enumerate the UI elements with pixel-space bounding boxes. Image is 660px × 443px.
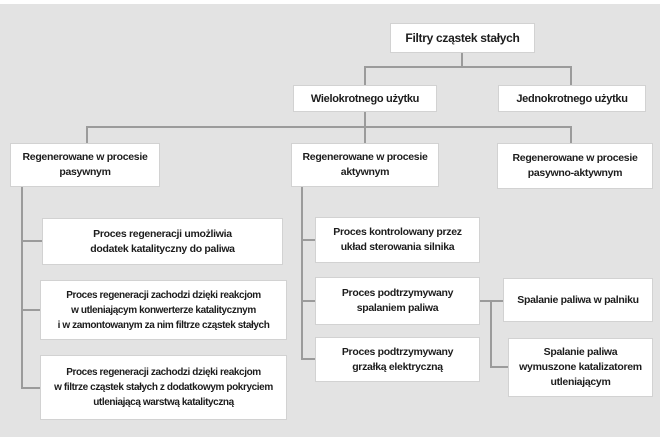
- connector-reusable-stem: [364, 112, 366, 127]
- connector-to-single-use: [570, 66, 572, 85]
- connector-passive-trunk: [21, 187, 23, 389]
- detail-active-3: Proces podtrzymywany grzałką elektryczną: [315, 337, 480, 382]
- connector-active-branch-1: [301, 239, 315, 241]
- connector-right-trunk: [490, 300, 492, 368]
- connector-to-catalyst-box: [490, 366, 508, 368]
- detail-passive-1: Proces regeneracji umożliwia dodatek kat…: [42, 218, 283, 265]
- detail-active-1: Proces kontrolowany przez układ sterowan…: [315, 217, 480, 263]
- node-reusable: Wielokrotnego użytku: [293, 85, 437, 112]
- connector-active-branch-3: [301, 358, 315, 360]
- node-single-use: Jednokrotnego użytku: [498, 85, 646, 112]
- connector-passive-branch-2: [21, 309, 40, 311]
- connector-level2-horizontal: [86, 126, 572, 128]
- detail-passive-3: Proces regeneracji zachodzi dzięki reakc…: [40, 355, 287, 420]
- connector-root-stem: [461, 53, 463, 68]
- node-root: Filtry cząstek stałych: [390, 23, 535, 53]
- connector-active-branch-2: [301, 300, 315, 302]
- connector-active-trunk: [301, 187, 303, 360]
- detail-passive-2: Proces regeneracji zachodzi dzięki reakc…: [40, 280, 287, 340]
- detail-active-2: Proces podtrzymywany spalaniem paliwa: [315, 277, 480, 325]
- connector-to-passive-active: [570, 126, 572, 143]
- connector-level1-horizontal: [364, 66, 572, 68]
- detail-fuel-burner: Spalanie paliwa w palniku: [503, 278, 653, 322]
- connector-passive-branch-3: [21, 387, 40, 389]
- detail-oxidation-catalyst: Spalanie paliwa wymuszone katalizatorem …: [508, 338, 653, 397]
- node-passive-active-process: Regenerowane w procesie pasywno-aktywnym: [497, 143, 653, 189]
- node-passive-process: Regenerowane w procesie pasywnym: [10, 143, 160, 187]
- connector-to-active: [364, 126, 366, 143]
- connector-to-passive: [86, 126, 88, 143]
- node-active-process: Regenerowane w procesie aktywnym: [291, 143, 439, 187]
- connector-passive-branch-1: [21, 240, 42, 242]
- connector-to-reusable: [364, 66, 366, 85]
